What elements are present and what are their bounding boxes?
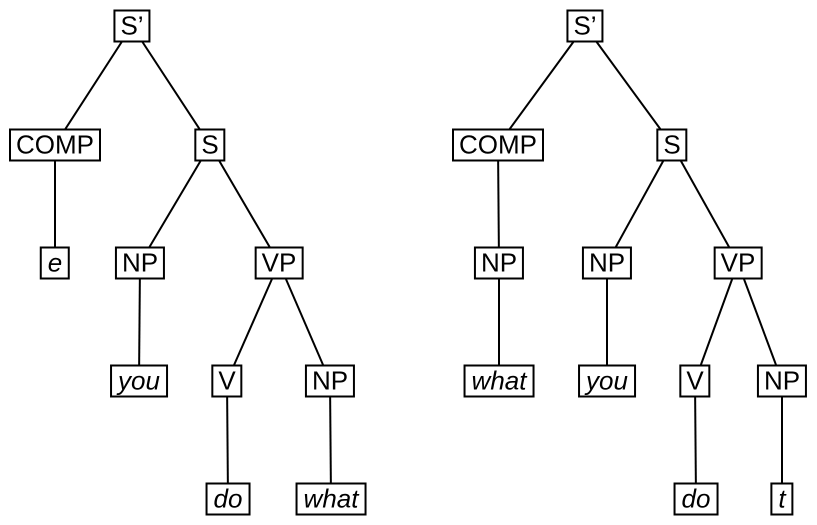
left-tree-edge-vp-v bbox=[226, 262, 280, 382]
left-tree-edge-vp-np-object bbox=[278, 262, 331, 382]
left-tree-node-np-subject: NP bbox=[114, 246, 166, 280]
left-tree-edge-s-np-subject bbox=[139, 144, 211, 264]
left-tree-edge-s-prime-s bbox=[131, 25, 211, 146]
left-tree-edge-s-vp bbox=[209, 144, 280, 264]
right-tree-edge-comp-np-comp bbox=[497, 144, 500, 264]
right-tree-node-you: you bbox=[578, 364, 636, 398]
left-tree-node-v: V bbox=[211, 364, 243, 398]
right-tree-node-t: t bbox=[770, 482, 794, 516]
right-tree-node-np-comp: NP bbox=[473, 246, 525, 280]
left-tree-node-s: S bbox=[194, 128, 226, 162]
left-tree-node-e: e bbox=[39, 246, 71, 280]
left-tree-edge-np-subject-you bbox=[138, 262, 141, 382]
right-tree-node-what: what bbox=[463, 364, 535, 398]
left-tree-edge-np-object-what bbox=[329, 380, 332, 500]
right-tree-edge-v-do bbox=[694, 380, 697, 500]
right-tree-node-comp: COMP bbox=[452, 128, 544, 162]
left-tree-node-np-object: NP bbox=[304, 364, 356, 398]
right-tree-edge-s-prime-s bbox=[584, 25, 673, 146]
right-tree-node-vp: VP bbox=[713, 246, 763, 280]
right-tree-node-v: V bbox=[679, 364, 711, 398]
right-tree-edge-s-prime-comp bbox=[497, 25, 586, 146]
left-tree-edge-v-do bbox=[226, 380, 229, 500]
right-tree-node-np-object: NP bbox=[756, 364, 808, 398]
left-tree-node-what: what bbox=[295, 482, 367, 516]
left-tree-node-s-prime: S’ bbox=[113, 9, 151, 43]
right-tree-edge-s-vp bbox=[671, 144, 739, 264]
right-tree-node-np-subject: NP bbox=[581, 246, 633, 280]
right-tree-edge-vp-np-object bbox=[737, 262, 783, 382]
right-tree-node-s-prime: S’ bbox=[566, 9, 604, 43]
right-tree-node-do: do bbox=[673, 482, 719, 516]
left-tree-node-vp: VP bbox=[254, 246, 304, 280]
right-tree-node-s: S bbox=[656, 128, 688, 162]
left-tree-node-comp: COMP bbox=[9, 128, 101, 162]
right-tree-edge-s-np-subject bbox=[606, 144, 673, 264]
left-tree-node-do: do bbox=[205, 482, 251, 516]
left-tree-node-you: you bbox=[110, 364, 168, 398]
left-tree-edge-s-prime-comp bbox=[54, 25, 133, 146]
right-tree-edge-vp-v bbox=[694, 262, 739, 382]
